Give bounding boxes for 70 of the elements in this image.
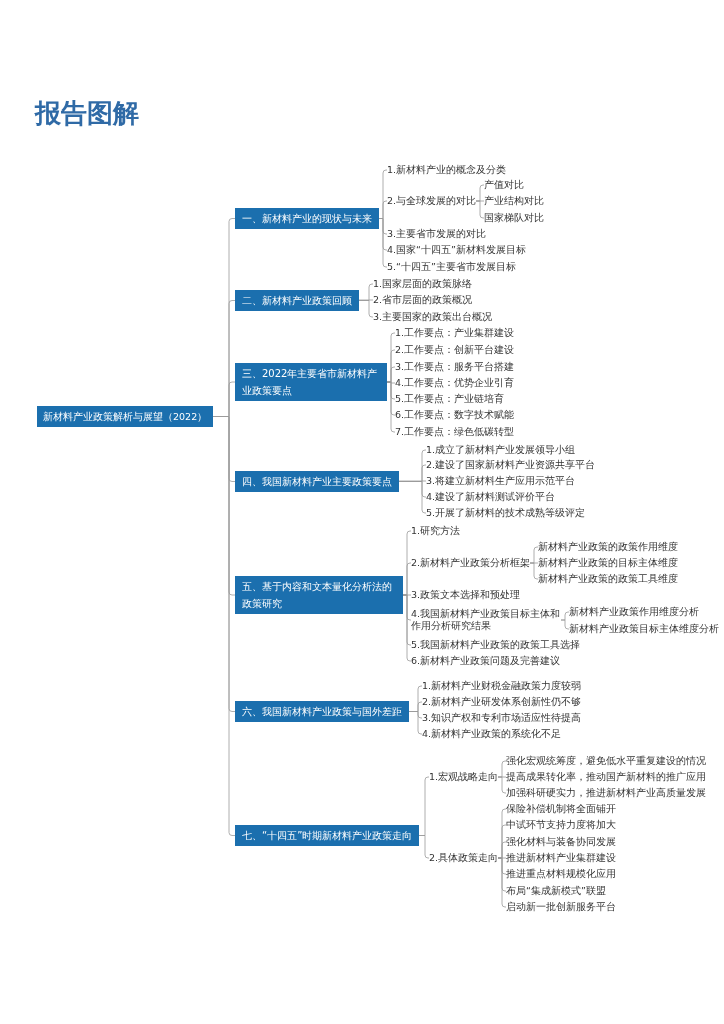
page-title: 报告图解 [35, 97, 139, 130]
topic-box: 三、2022年主要省市新材料产业政策要点 [235, 363, 387, 401]
topic-box: 六、我国新材料产业政策与国外差距 [235, 700, 409, 722]
subtopic-text: 1.研究方法 [411, 525, 461, 537]
subtopic-text: 4.新材料产业政策的系统化不足 [422, 728, 562, 740]
connector-line [560, 619, 570, 630]
subtopic-text: 4.我国新材料产业政策目标主体和作用分析研究结果 [411, 608, 561, 632]
subtopic-text: 2.新材料产业研发体系创新性仍不够 [422, 696, 582, 708]
subtopic-text: 3.将建立新材料生产应用示范平台 [426, 475, 576, 487]
subtopic-text: 5.开展了新材料的技术成熟等级评定 [426, 507, 586, 519]
subtopic-text: 推进重点材料规模化应用 [506, 868, 616, 880]
subtopic-text: 1.新材料产业的概念及分类 [387, 164, 507, 176]
subtopic-text: 推进新材料产业集群建设 [506, 852, 616, 864]
subtopic-text: 3.主要省市发展的对比 [387, 228, 487, 240]
subtopic-text: 国家梯队对比 [484, 212, 544, 224]
subtopic-text: 提高成果转化率，推动国产新材料的推广应用 [506, 771, 706, 783]
subtopic-text: 新材料产业政策作用维度分析 [569, 606, 699, 618]
subtopic-text: 2.与全球发展的对比 [387, 195, 477, 207]
connector-line [408, 711, 423, 735]
subtopic-text: 2.建设了国家新材料产业资源共享平台 [426, 459, 596, 471]
topic-box: 七、“十四五”时期新材料产业政策走向 [235, 824, 420, 846]
subtopic-text: 1.宏观战略走向 [429, 771, 499, 783]
subtopic-text: 6.新材料产业政策问题及完善建议 [411, 655, 561, 667]
subtopic-text: 2.新材料产业政策分析框架 [411, 557, 531, 569]
subtopic-text: 1.成立了新材料产业发展领导小组 [426, 444, 576, 456]
subtopic-text: 新材料产业政策的目标主体维度 [538, 557, 678, 569]
connector-line [497, 857, 507, 908]
subtopic-text: 5.工作要点：产业链培育 [395, 393, 505, 405]
subtopic-text: 5.我国新材料产业政策的政策工具选择 [411, 639, 581, 651]
subtopic-text: 强化宏观统筹度，避免低水平重复建设的情况 [506, 755, 706, 767]
subtopic-text: 中试环节支持力度将加大 [506, 819, 616, 831]
subtopic-text: 1.国家层面的政策脉络 [373, 278, 473, 290]
subtopic-text: 启动新一批创新服务平台 [506, 901, 616, 913]
subtopic-text: 产业结构对比 [484, 195, 544, 207]
subtopic-text: 产值对比 [484, 179, 524, 191]
subtopic-text: 5.“十四五”主要省市发展目标 [387, 261, 516, 273]
subtopic-text: 新材料产业政策的政策作用维度 [538, 541, 678, 553]
subtopic-text: 3.主要国家的政策出台概况 [373, 311, 493, 323]
connector-line [529, 562, 539, 580]
subtopic-text: 3.知识产权和专利市场适应性待提高 [422, 712, 582, 724]
connector-line [398, 481, 427, 514]
subtopic-text: 布局“集成新模式”联盟 [506, 885, 606, 897]
topic-box: 四、我国新材料产业主要政策要点 [235, 470, 399, 492]
subtopic-text: 7.工作要点：绿色低碳转型 [395, 426, 515, 438]
subtopic-text: 2.工作要点：创新平台建设 [395, 344, 515, 356]
subtopic-text: 强化材料与装备协同发展 [506, 836, 616, 848]
subtopic-text: 4.国家“十四五”新材料发展目标 [387, 244, 526, 256]
topic-box: 一、新材料产业的现状与未来 [235, 207, 379, 229]
subtopic-text: 2.省市层面的政策概况 [373, 294, 473, 306]
subtopic-text: 4.工作要点：优势企业引育 [395, 377, 515, 389]
connector-line [475, 200, 485, 219]
connector-line [358, 300, 374, 318]
subtopic-text: 3.政策文本选择和预处理 [411, 589, 521, 601]
subtopic-text: 保险补偿机制将全面铺开 [506, 803, 616, 815]
topic-box: 二、新材料产业政策回顾 [235, 289, 359, 311]
subtopic-text: 加强科研硬实力，推进新材料产业高质量发展 [506, 787, 706, 799]
connector-line [398, 480, 427, 482]
subtopic-text: 3.工作要点：服务平台搭建 [395, 361, 515, 373]
subtopic-text: 6.工作要点：数字技术赋能 [395, 409, 515, 421]
topic-box: 五、基于内容和文本量化分析法的政策研究 [235, 576, 403, 614]
connector-line [358, 299, 374, 301]
subtopic-text: 1.新材料产业财税金融政策力度较弱 [422, 680, 582, 692]
root-topic-box: 新材料产业政策解析与展望（2022） [37, 405, 214, 427]
connector-line [418, 835, 430, 859]
subtopic-text: 4.建设了新材料测试评价平台 [426, 491, 556, 503]
subtopic-text: 2.具体政策走向 [429, 852, 499, 864]
subtopic-text: 1.工作要点：产业集群建设 [395, 327, 515, 339]
subtopic-text: 新材料产业政策目标主体维度分析 [569, 623, 719, 635]
connector-line [497, 776, 507, 794]
subtopic-text: 新材料产业政策的政策工具维度 [538, 573, 678, 585]
